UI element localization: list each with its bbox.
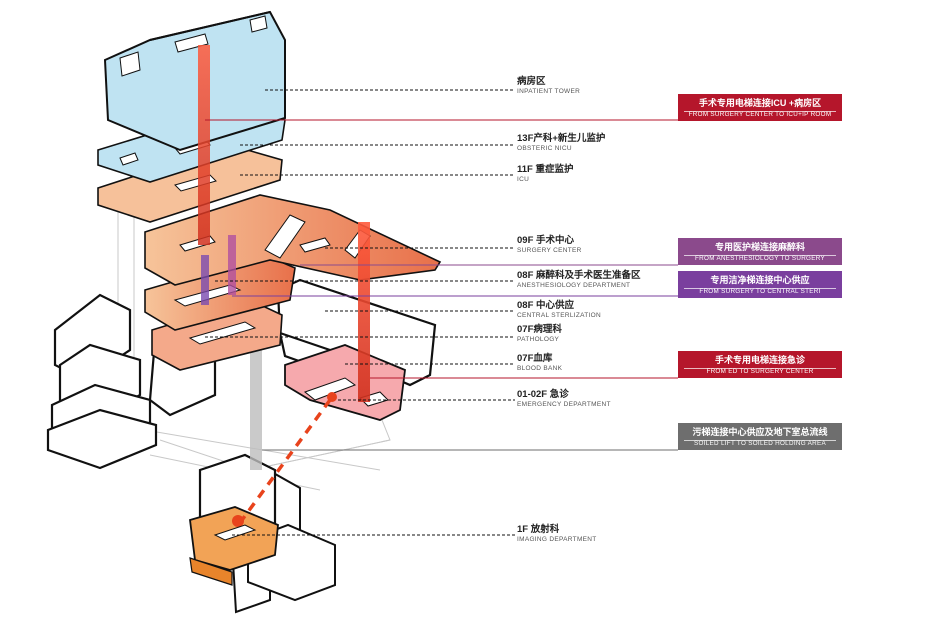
label-en: PATHOLOGY [517, 336, 560, 343]
route-box-surgery-icu: 手术专用电梯连接ICU +病房区 FROM SURGERY CENTER TO … [678, 94, 842, 121]
label-anesthesiology: 08F 麻醉科及手术医生准备区 ANESTHESIOLOGY DEPARTMEN… [517, 270, 641, 290]
route-en: FROM SURGERY TO CENTRAL STERI [699, 288, 821, 295]
label-central-sterilization: 08F 中心供应 CENTRAL STERLIZATION [517, 300, 601, 320]
route-en: FROM ED TO SURGERY CENTER [706, 368, 814, 375]
route-zh: 手术专用电梯连接急诊 [714, 355, 805, 365]
label-obstetric-nicu: 13F产科+新生儿监护 OBSTERIC NICU [517, 133, 605, 153]
route-zh: 污梯连接中心供应及地下室总流线 [692, 427, 828, 437]
label-surgery-center: 09F 手术中心 SURGERY CENTER [517, 235, 582, 255]
label-zh: 11F 重症监护 [517, 164, 574, 175]
anesthesiology-lift [201, 255, 209, 305]
label-pathology: 07F病理科 PATHOLOGY [517, 324, 562, 344]
label-zh: 07F病理科 [517, 324, 562, 335]
inpatient-tower [103, 10, 286, 152]
label-en: ANESTHESIOLOGY DEPARTMENT [517, 282, 631, 289]
soiled-lift-shaft [250, 320, 262, 470]
label-zh: 1F 放射科 [517, 524, 560, 535]
route-divider [684, 255, 836, 256]
route-box-clean-lift: 专用洁净梯连接中心供应 FROM SURGERY TO CENTRAL STER… [678, 271, 842, 298]
route-divider [684, 440, 836, 441]
label-en: EMERGENCY DEPARTMENT [517, 401, 611, 408]
label-zh: 13F产科+新生儿监护 [517, 133, 606, 144]
label-en: BLOOD BANK [517, 365, 563, 372]
surgery-elevator-ed [358, 222, 370, 402]
label-inpatient-tower: 病房区 INPATIENT TOWER [517, 76, 580, 96]
imaging-group [189, 453, 336, 614]
surgery-elevator-icu [198, 45, 210, 245]
route-zh: 专用医护梯连接麻醉科 [714, 242, 805, 252]
left-outline-blocks [46, 293, 158, 470]
clean-lift [228, 235, 236, 295]
label-imaging: 1F 放射科 IMAGING DEPARTMENT [517, 524, 597, 544]
leader-lines [205, 89, 515, 536]
route-en: SOILED LIFT TO SOILED HOLDING AREA [694, 440, 826, 447]
label-emergency: 01-02F 急诊 EMERGENCY DEPARTMENT [517, 389, 611, 409]
label-zh: 08F 麻醉科及手术医生准备区 [517, 270, 641, 281]
ed-imaging-route [240, 398, 332, 522]
route-divider [684, 368, 836, 369]
label-en: IMAGING DEPARTMENT [517, 536, 597, 543]
route-zh: 专用洁净梯连接中心供应 [710, 275, 810, 285]
route-en: FROM SURGERY CENTER TO ICU+IP ROOM [688, 111, 832, 118]
route-box-anesthesiology: 专用医护梯连接麻醉科 FROM ANESTHESIOLOGY TO SURGER… [678, 238, 842, 265]
label-en: SURGERY CENTER [517, 247, 582, 254]
route-en: FROM ANESTHESIOLOGY TO SURGERY [695, 255, 825, 262]
label-zh: 08F 中心供应 [517, 300, 575, 311]
route-box-soiled-lift: 污梯连接中心供应及地下室总流线 SOILED LIFT TO SOILED HO… [678, 423, 842, 450]
label-icu: 11F 重症监护 ICU [517, 164, 574, 184]
label-zh: 病房区 [517, 76, 546, 87]
route-connectors [205, 119, 678, 451]
label-en: ICU [517, 176, 530, 183]
label-zh: 01-02F 急诊 [517, 389, 569, 400]
label-zh: 09F 手术中心 [517, 235, 575, 246]
label-en: INPATIENT TOWER [517, 88, 581, 95]
route-divider [684, 288, 836, 289]
route-zh: 手术专用电梯连接ICU +病房区 [698, 98, 822, 108]
label-zh: 07F血库 [517, 353, 553, 364]
route-box-ed-surgery: 手术专用电梯连接急诊 FROM ED TO SURGERY CENTER [678, 351, 842, 378]
label-en: CENTRAL STERLIZATION [517, 312, 602, 319]
label-en: OBSTERIC NICU [517, 145, 572, 152]
route-divider [684, 111, 836, 112]
label-blood-bank: 07F血库 BLOOD BANK [517, 353, 562, 373]
